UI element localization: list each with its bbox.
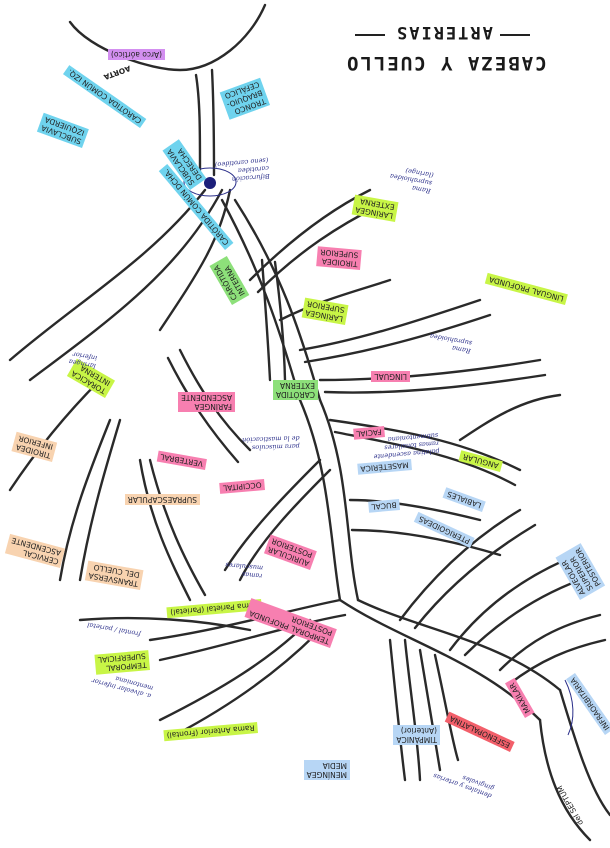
label-carotida-externa: CARÓTIDA EXTERNA bbox=[272, 380, 318, 400]
branch-masseteric bbox=[348, 498, 482, 522]
title-underline-right bbox=[500, 34, 530, 36]
branch-buccal-2 bbox=[413, 523, 537, 630]
branch-deep-2 bbox=[403, 638, 422, 782]
label-tiroidea-superior: TIROIDEA SUPERIOR bbox=[316, 246, 362, 270]
note-bifurcacion: Bifurcación carotídea (seno carotídeo) bbox=[214, 156, 270, 184]
external-carotid-a bbox=[298, 398, 342, 602]
title-line1: CABEZA Y CUELLO bbox=[345, 52, 547, 74]
carotid-main-right bbox=[233, 198, 322, 402]
maxillary-end-2 bbox=[558, 688, 610, 817]
external-carotid-b bbox=[318, 398, 360, 602]
branch-sub-5 bbox=[148, 458, 207, 597]
branch-deep-1 bbox=[388, 638, 407, 782]
branch-int-a bbox=[260, 258, 272, 382]
maxillary-end bbox=[538, 718, 592, 842]
label-lingual: LINGUAL bbox=[371, 371, 410, 382]
title-underline-left bbox=[355, 34, 385, 36]
temporal-sup-d bbox=[173, 630, 320, 737]
branch-buccal bbox=[398, 508, 522, 622]
label-supraescapular: SUPRAESCAPULAR bbox=[124, 494, 200, 505]
label-faringea-ascendente: FARÍNGEA ASCENDENTE bbox=[178, 392, 235, 412]
note-maseterica: para músculos de la masticación bbox=[241, 434, 300, 452]
label-timpanica: TIMPÁNICA (Anterior) bbox=[393, 725, 440, 745]
branch-laryngeal bbox=[278, 278, 392, 322]
branch-infraorb-2 bbox=[506, 638, 607, 687]
branch-vertebral-2 bbox=[166, 356, 240, 464]
common-carotid-right-2 bbox=[28, 188, 224, 382]
branch-lingual-deep-2 bbox=[303, 313, 492, 364]
branch-alveolar bbox=[448, 558, 567, 652]
branch-infraorb bbox=[498, 613, 602, 672]
branch-facial-angular bbox=[458, 393, 562, 442]
note-occipital: ramas musculares bbox=[225, 560, 264, 580]
branch-sub-2 bbox=[78, 418, 122, 582]
branch-occipital-2 bbox=[223, 458, 322, 572]
aortic-arch-inner bbox=[194, 73, 202, 172]
branch-occipital bbox=[238, 468, 332, 582]
branch-lingual-2 bbox=[323, 373, 547, 394]
branch-lingual bbox=[318, 358, 542, 382]
aortic-arch-outline bbox=[68, 3, 267, 72]
label-arco-aortico: (Arco aórtico) bbox=[107, 49, 165, 60]
branch-sub-3 bbox=[8, 378, 102, 492]
label-meningea-media: MENÍNGEA MEDIA bbox=[303, 760, 350, 780]
branch-lingual-deep bbox=[298, 298, 482, 352]
septum-arrow bbox=[564, 679, 574, 736]
brachiocephalic-trunk bbox=[210, 68, 216, 177]
branch-sub-4 bbox=[138, 458, 192, 602]
carotid-bifurcation-dot bbox=[204, 177, 216, 189]
carotid-main-left bbox=[220, 198, 302, 402]
temporal-upper bbox=[78, 616, 252, 632]
common-carotid-right bbox=[8, 188, 207, 362]
branch-sub-1 bbox=[58, 418, 112, 582]
title-line2: ARTERIAS bbox=[395, 22, 493, 42]
branch-deep-3 bbox=[418, 648, 442, 772]
branch-pterygoid bbox=[350, 528, 502, 557]
branch-int-b bbox=[273, 260, 287, 382]
branch-alveolar-2 bbox=[463, 578, 582, 657]
temporal-sup-b bbox=[158, 613, 347, 662]
